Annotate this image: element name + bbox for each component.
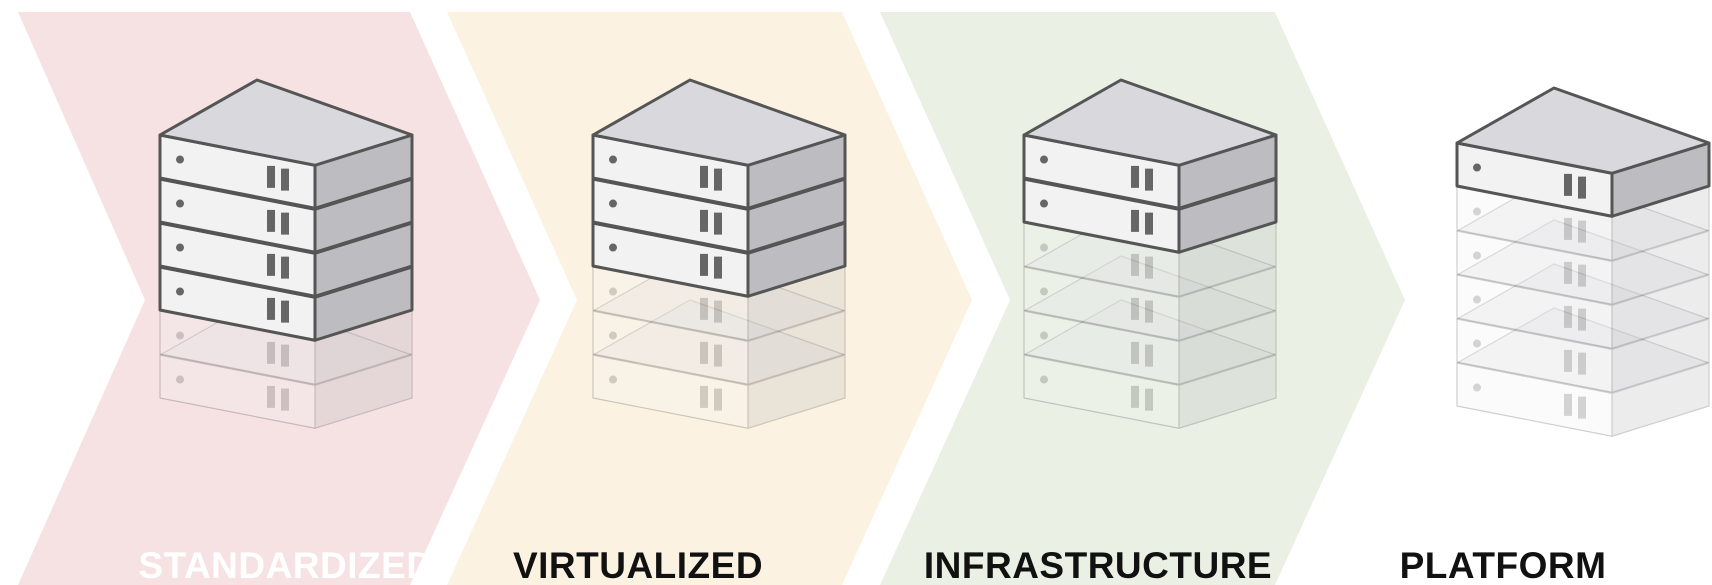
server-unit-1 bbox=[591, 78, 847, 210]
drive-slot-icon bbox=[1564, 393, 1586, 419]
drive-slot-icon bbox=[267, 297, 289, 323]
drive-slot-icon bbox=[1564, 305, 1586, 331]
led-icon bbox=[609, 155, 617, 164]
ghost-server-unit-4 bbox=[1456, 219, 1710, 349]
led-icon bbox=[1040, 375, 1048, 384]
drive-slot-icon bbox=[1131, 297, 1153, 323]
stage-label-virtualized: VIRTUALIZED bbox=[513, 545, 763, 585]
led-icon bbox=[609, 243, 617, 252]
drive-slot-icon bbox=[1564, 173, 1586, 199]
drive-slot-icon bbox=[267, 253, 289, 279]
stage-labels: STANDARDIZED VIRTUALIZED INFRASTRUCTURE … bbox=[138, 545, 1607, 585]
led-icon bbox=[1040, 155, 1048, 164]
led-icon bbox=[609, 375, 617, 384]
drive-slot-icon bbox=[1564, 217, 1586, 243]
server-stack-virtualized bbox=[591, 78, 847, 429]
server-unit-1 bbox=[158, 78, 414, 210]
led-icon bbox=[1040, 331, 1048, 340]
led-icon bbox=[609, 287, 617, 296]
drive-slot-icon bbox=[700, 385, 722, 411]
led-icon bbox=[1040, 199, 1048, 208]
led-icon bbox=[609, 331, 617, 340]
drive-slot-icon bbox=[1131, 385, 1153, 411]
drive-slot-icon bbox=[1131, 165, 1153, 191]
led-icon bbox=[1473, 163, 1481, 172]
drive-slot-icon bbox=[267, 341, 289, 367]
led-icon bbox=[1473, 383, 1481, 392]
server-unit-1 bbox=[1455, 86, 1711, 218]
drive-slot-icon bbox=[700, 209, 722, 235]
led-icon bbox=[176, 155, 184, 164]
led-icon bbox=[1473, 295, 1481, 304]
server-unit-1 bbox=[1022, 78, 1278, 210]
led-icon bbox=[1473, 251, 1481, 260]
server-stack-platform bbox=[1455, 86, 1711, 437]
led-icon bbox=[176, 199, 184, 208]
drive-slot-icon bbox=[267, 385, 289, 411]
led-icon bbox=[609, 199, 617, 208]
drive-slot-icon bbox=[700, 165, 722, 191]
drive-slot-icon bbox=[267, 209, 289, 235]
server-stack-standardized bbox=[158, 78, 414, 429]
ghost-server-unit-6 bbox=[592, 299, 846, 429]
led-icon bbox=[1040, 243, 1048, 252]
stage-label-standardized: STANDARDIZED bbox=[138, 545, 433, 585]
drive-slot-icon bbox=[267, 165, 289, 191]
drive-slot-icon bbox=[1564, 349, 1586, 375]
ghost-server-unit-5 bbox=[1456, 263, 1710, 393]
drive-slot-icon bbox=[1131, 341, 1153, 367]
led-icon bbox=[176, 243, 184, 252]
drive-slot-icon bbox=[700, 253, 722, 279]
drive-slot-icon bbox=[1131, 209, 1153, 235]
led-icon bbox=[176, 331, 184, 340]
server-stack-infrastructure bbox=[1022, 78, 1278, 429]
drive-slot-icon bbox=[1131, 253, 1153, 279]
ghost-server-unit-6 bbox=[1456, 307, 1710, 437]
drive-slot-icon bbox=[1564, 261, 1586, 287]
led-icon bbox=[176, 375, 184, 384]
stage-label-platform: PLATFORM bbox=[1400, 545, 1607, 585]
led-icon bbox=[1040, 287, 1048, 296]
led-icon bbox=[1473, 207, 1481, 216]
drive-slot-icon bbox=[700, 297, 722, 323]
server-stacks bbox=[158, 78, 1711, 437]
led-icon bbox=[176, 287, 184, 296]
drive-slot-icon bbox=[700, 341, 722, 367]
stage-label-infrastructure: INFRASTRUCTURE bbox=[924, 545, 1272, 585]
ghost-server-unit-5 bbox=[1023, 255, 1277, 385]
ghost-server-unit-6 bbox=[1023, 299, 1277, 429]
led-icon bbox=[1473, 339, 1481, 348]
